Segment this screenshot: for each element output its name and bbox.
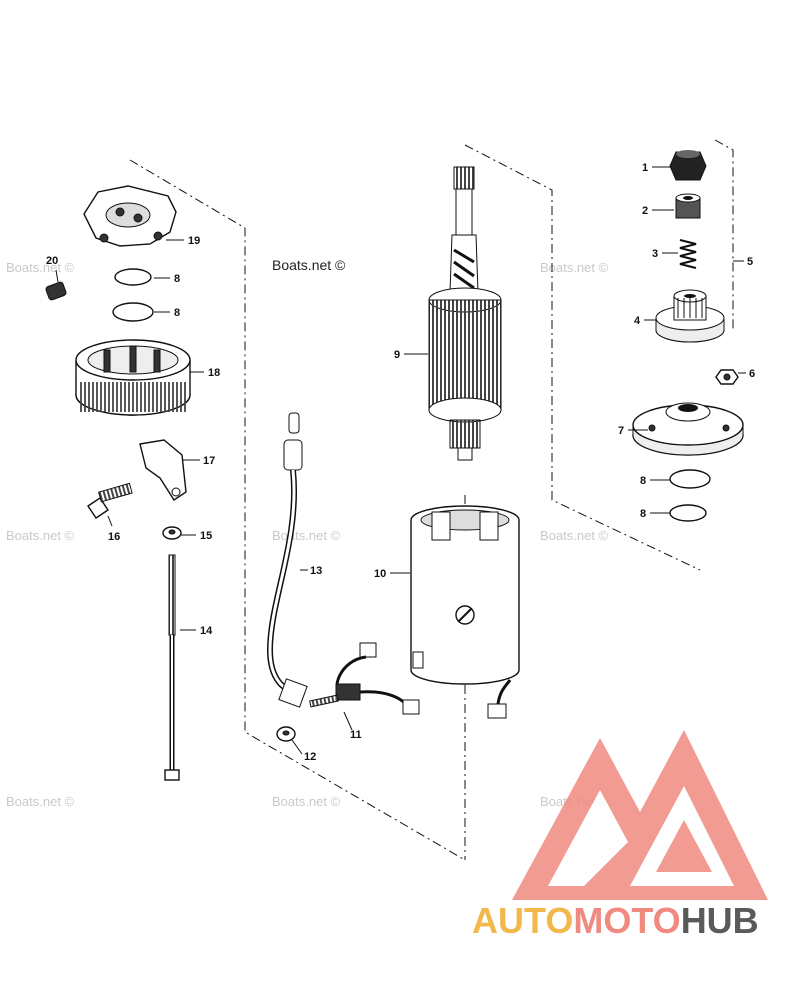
callout-18: 18 [208,367,220,379]
callout-8: 8 [640,508,646,520]
leader-line [107,515,113,527]
brand-hub: HUB [680,900,759,941]
nut-part-12 [276,726,296,742]
washer-part-8a [114,268,152,286]
spacer-part-2 [675,193,701,219]
cable-part-13 [266,412,308,708]
callout-4: 4 [634,315,641,327]
callout-14: 14 [200,625,213,637]
washer-part-8b [112,302,154,322]
end-plate-part-19 [83,185,177,247]
end-cap-part-7 [632,402,744,456]
bolt-part-16 [87,482,133,519]
callout-8: 8 [174,273,180,285]
callout-3: 3 [652,248,658,260]
callout-10: 10 [374,568,386,580]
brush-holder-part-18 [75,339,191,416]
brush-assembly-part-11 [309,642,512,719]
set-screw-part-20 [45,281,67,301]
brand-auto: AUTO [472,900,574,941]
callout-5: 5 [747,256,753,268]
callout-13: 13 [310,565,322,577]
callout-8: 8 [174,307,180,319]
faint-watermark: Boats.net © [540,528,609,543]
callout-11: 11 [350,729,362,741]
callout-20: 20 [46,255,58,267]
faint-watermark: Boats.net © [6,528,75,543]
callout-6: 6 [749,368,755,380]
brand-logo-mark [512,730,768,900]
through-bolt-part-14 [164,554,180,781]
nut-part-15 [162,526,182,540]
callout-7: 7 [618,425,624,437]
callout-1: 1 [642,162,648,174]
washer-part-8c [669,469,711,489]
callout-17: 17 [203,455,215,467]
callout-9: 9 [394,349,400,361]
right-group-boundary [714,139,734,330]
washer-part-8d [669,504,707,522]
callout-15: 15 [200,530,212,542]
center-group-boundary [464,144,701,571]
frame-part-10 [410,505,520,685]
faint-watermark: Boats.net © [6,260,75,275]
callout-2: 2 [642,205,648,217]
callout-16: 16 [108,531,120,543]
center-watermark: Boats.net © [272,257,346,273]
nut-part-1 [669,150,707,181]
faint-watermark: Boats.net © [272,794,341,809]
armature-part-9 [428,166,502,461]
leader-line [55,269,59,283]
faint-watermark: Boats.net © [272,528,341,543]
callout-19: 19 [188,235,200,247]
spring-part-3 [679,239,697,269]
brand-moto: MOTO [573,900,681,941]
leader-line [343,711,353,731]
drive-gear-part-4 [655,289,725,343]
left-group-boundary [129,159,466,861]
callout-8: 8 [640,475,646,487]
faint-watermark: Boats.net © [6,794,75,809]
callout-12: 12 [304,751,316,763]
brand-logo-text: AUTOMOTOHUB [472,900,759,942]
faint-watermark: Boats.net © [540,260,609,275]
leader-line [291,739,303,755]
bracket-part-17 [139,439,187,501]
nut-part-6 [715,369,739,385]
